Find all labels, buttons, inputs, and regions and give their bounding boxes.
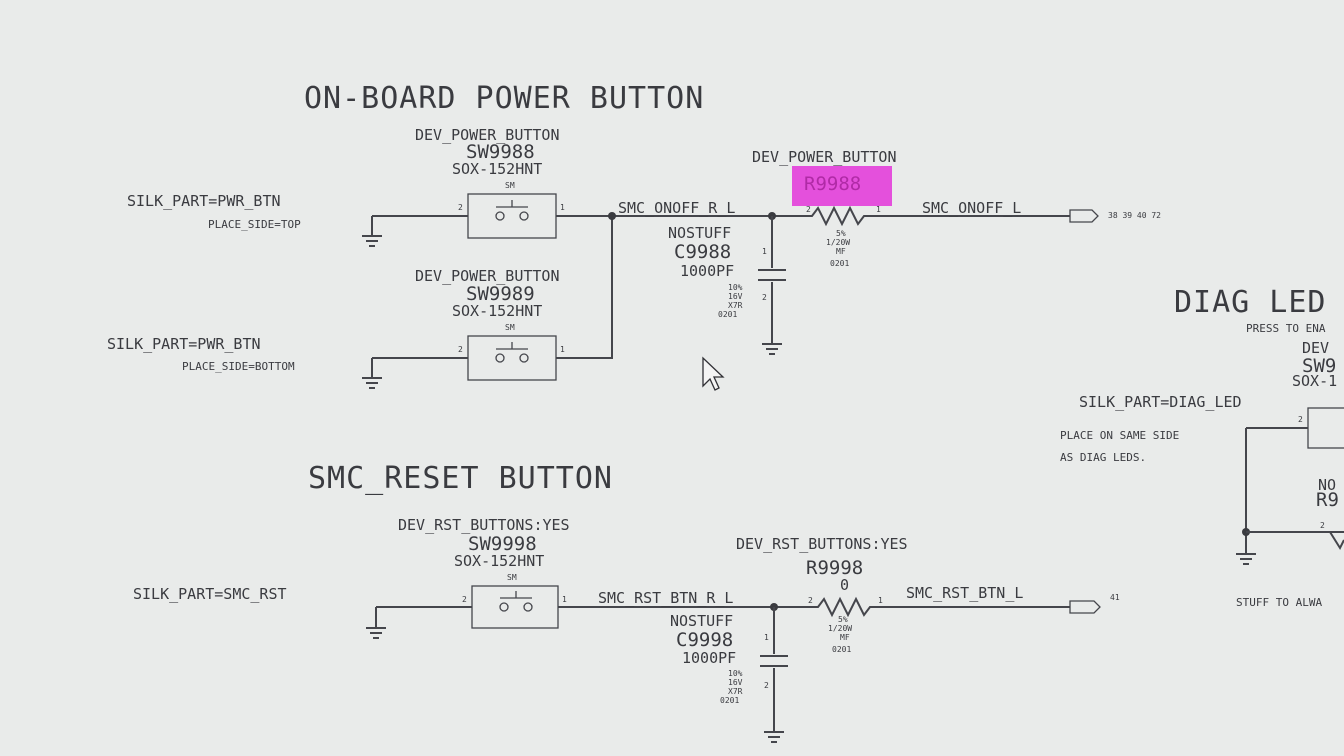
sw9998-switch-symbol <box>471 585 559 629</box>
sw9988-type: SM <box>505 181 515 190</box>
r9998-spec-type: MF <box>840 633 850 642</box>
diag-nostuff: NO <box>1318 476 1336 494</box>
r9988-spec-power: 1/20W <box>826 238 850 247</box>
page-references: 38 39 40 72 <box>1108 211 1161 220</box>
sw9998-pin-2: 2 <box>462 595 467 604</box>
r9998-dev-label: DEV_RST_BUTTONS:YES <box>736 535 908 553</box>
r9988-dev-label: DEV_POWER_BUTTON <box>752 148 897 166</box>
c9998-refdes: C9998 <box>676 629 733 651</box>
sw9998-pin-1: 1 <box>562 595 567 604</box>
diag-part-number: SOX-1 <box>1292 372 1337 390</box>
net-smc-rst-btn-r-l: SMC_RST_BTN_R_L <box>598 589 733 607</box>
c9988-refdes: C9988 <box>674 241 731 263</box>
diag-dev-label: DEV <box>1302 339 1329 357</box>
c9988-spec-voltage: 16V <box>728 292 743 301</box>
sw9989-switch-symbol <box>467 335 557 381</box>
page-references: 41 <box>1110 593 1120 602</box>
power-section-title: ON-BOARD POWER BUTTON <box>304 81 704 116</box>
r9998-spec-package: 0201 <box>832 645 851 654</box>
mouse-cursor-icon <box>702 356 725 391</box>
sw9989-silk: SILK_PART=PWR_BTN <box>107 335 261 353</box>
diag-led-section: DIAG LED PRESS TO ENA DEV SW9 SOX-1 SILK… <box>1060 285 1344 609</box>
reset-button-section: SMC_RESET BUTTON DEV_RST_BUTTONS:YES SW9… <box>133 461 1120 743</box>
sw9988-pin-1: 1 <box>560 203 565 212</box>
ground-symbol <box>366 627 386 639</box>
r9998-spec-tolerance: 5% <box>838 615 848 624</box>
c9998-spec-tolerance: 10% <box>728 669 743 678</box>
r9988-pin-2: 2 <box>806 205 811 214</box>
ground-symbol <box>762 343 782 355</box>
sw9989-refdes: SW9989 <box>466 283 535 305</box>
r9988-pin-1: 1 <box>876 205 881 214</box>
r9988-spec-tolerance: 5% <box>836 229 846 238</box>
diag-silk: SILK_PART=DIAG_LED <box>1079 393 1242 411</box>
sw9998-silk: SILK_PART=SMC_RST <box>133 585 287 603</box>
junction-dot <box>608 212 616 220</box>
sw9998-part-number: SOX-152HNT <box>454 552 544 570</box>
r9988-refdes: R9988 <box>804 173 861 195</box>
off-page-connector-out: OUT <box>1069 209 1099 223</box>
diag-press-note: PRESS TO ENA <box>1246 322 1326 335</box>
diag-stuff-note: STUFF TO ALWA <box>1236 596 1322 609</box>
r9988-highlight <box>792 166 892 206</box>
r9988-spec-type: MF <box>836 247 846 256</box>
diag-place-note-2: AS DIAG LEDS. <box>1060 451 1146 464</box>
sw9989-pin-2: 2 <box>458 345 463 354</box>
r9998-value: 0 <box>840 576 849 594</box>
sw9998-refdes: SW9998 <box>468 533 537 555</box>
diag-res-refdes: R9 <box>1316 489 1339 511</box>
diag-refdes: SW9 <box>1302 355 1336 377</box>
r9998-spec-power: 1/20W <box>828 624 852 633</box>
c9988-stuff: NOSTUFF <box>668 224 731 242</box>
reset-section-title: SMC_RESET BUTTON <box>308 461 613 496</box>
sw9988-switch-symbol <box>467 193 557 239</box>
r9988-spec-package: 0201 <box>830 259 849 268</box>
net-smc-rst-btn-l: SMC_RST_BTN_L <box>906 584 1023 602</box>
c9988-value: 1000PF <box>680 262 734 280</box>
c9998-stuff: NOSTUFF <box>670 612 733 630</box>
off-page-connector-out: OUT <box>1069 600 1101 614</box>
c9988-spec-package: 0201 <box>718 310 737 319</box>
sw9989-part-number: SOX-152HNT <box>452 302 542 320</box>
c9998-spec-dielectric: X7R <box>728 687 743 696</box>
sw9989-type: SM <box>505 323 515 332</box>
sw9998-type: SM <box>507 573 517 582</box>
c9998-spec-package: 0201 <box>720 696 739 705</box>
c9988-pin-2: 2 <box>762 293 767 302</box>
c9988-spec-tolerance: 10% <box>728 283 743 292</box>
svg-text:OUT: OUT <box>1073 603 1088 612</box>
diag-place-note-1: PLACE ON SAME SIDE <box>1060 429 1179 442</box>
sw9998-dev-label: DEV_RST_BUTTONS:YES <box>398 516 570 534</box>
ground-symbol <box>764 731 784 743</box>
ground-symbol <box>362 377 382 389</box>
diag-sw-pin-2: 2 <box>1298 415 1303 424</box>
net-smc-onoff-r-l: SMC_ONOFF_R_L <box>618 199 735 217</box>
r9998-pin-2: 2 <box>808 596 813 605</box>
sw9989-place-side: PLACE_SIDE=BOTTOM <box>182 360 295 373</box>
sw9988-refdes: SW9988 <box>466 141 535 163</box>
ground-symbol <box>362 235 382 247</box>
sw9988-place-side: PLACE_SIDE=TOP <box>208 218 301 231</box>
sw9988-dev-label: DEV_POWER_BUTTON <box>415 126 560 144</box>
c9988-spec-dielectric: X7R <box>728 301 743 310</box>
diag-res-pin-2: 2 <box>1320 521 1325 530</box>
power-button-section: ON-BOARD POWER BUTTON DEV_POWER_BUTTON S… <box>107 81 1161 389</box>
sw9988-pin-2: 2 <box>458 203 463 212</box>
c9998-pin-2: 2 <box>764 681 769 690</box>
c9998-value: 1000PF <box>682 649 736 667</box>
c9998-spec-voltage: 16V <box>728 678 743 687</box>
diag-section-title: DIAG LED <box>1174 285 1327 320</box>
net-smc-onoff-l: SMC_ONOFF_L <box>922 199 1021 217</box>
sw9988-part-number: SOX-152HNT <box>452 160 542 178</box>
c9988-pin-1: 1 <box>762 247 767 256</box>
r9998-pin-1: 1 <box>878 596 883 605</box>
sw9989-dev-label: DEV_POWER_BUTTON <box>415 267 560 285</box>
sw9988-silk: SILK_PART=PWR_BTN <box>127 192 281 210</box>
r9998-refdes: R9998 <box>806 557 863 579</box>
sw9989-pin-1: 1 <box>560 345 565 354</box>
c9998-pin-1: 1 <box>764 633 769 642</box>
svg-text:OUT: OUT <box>1073 212 1088 221</box>
ground-symbol <box>1236 553 1256 565</box>
